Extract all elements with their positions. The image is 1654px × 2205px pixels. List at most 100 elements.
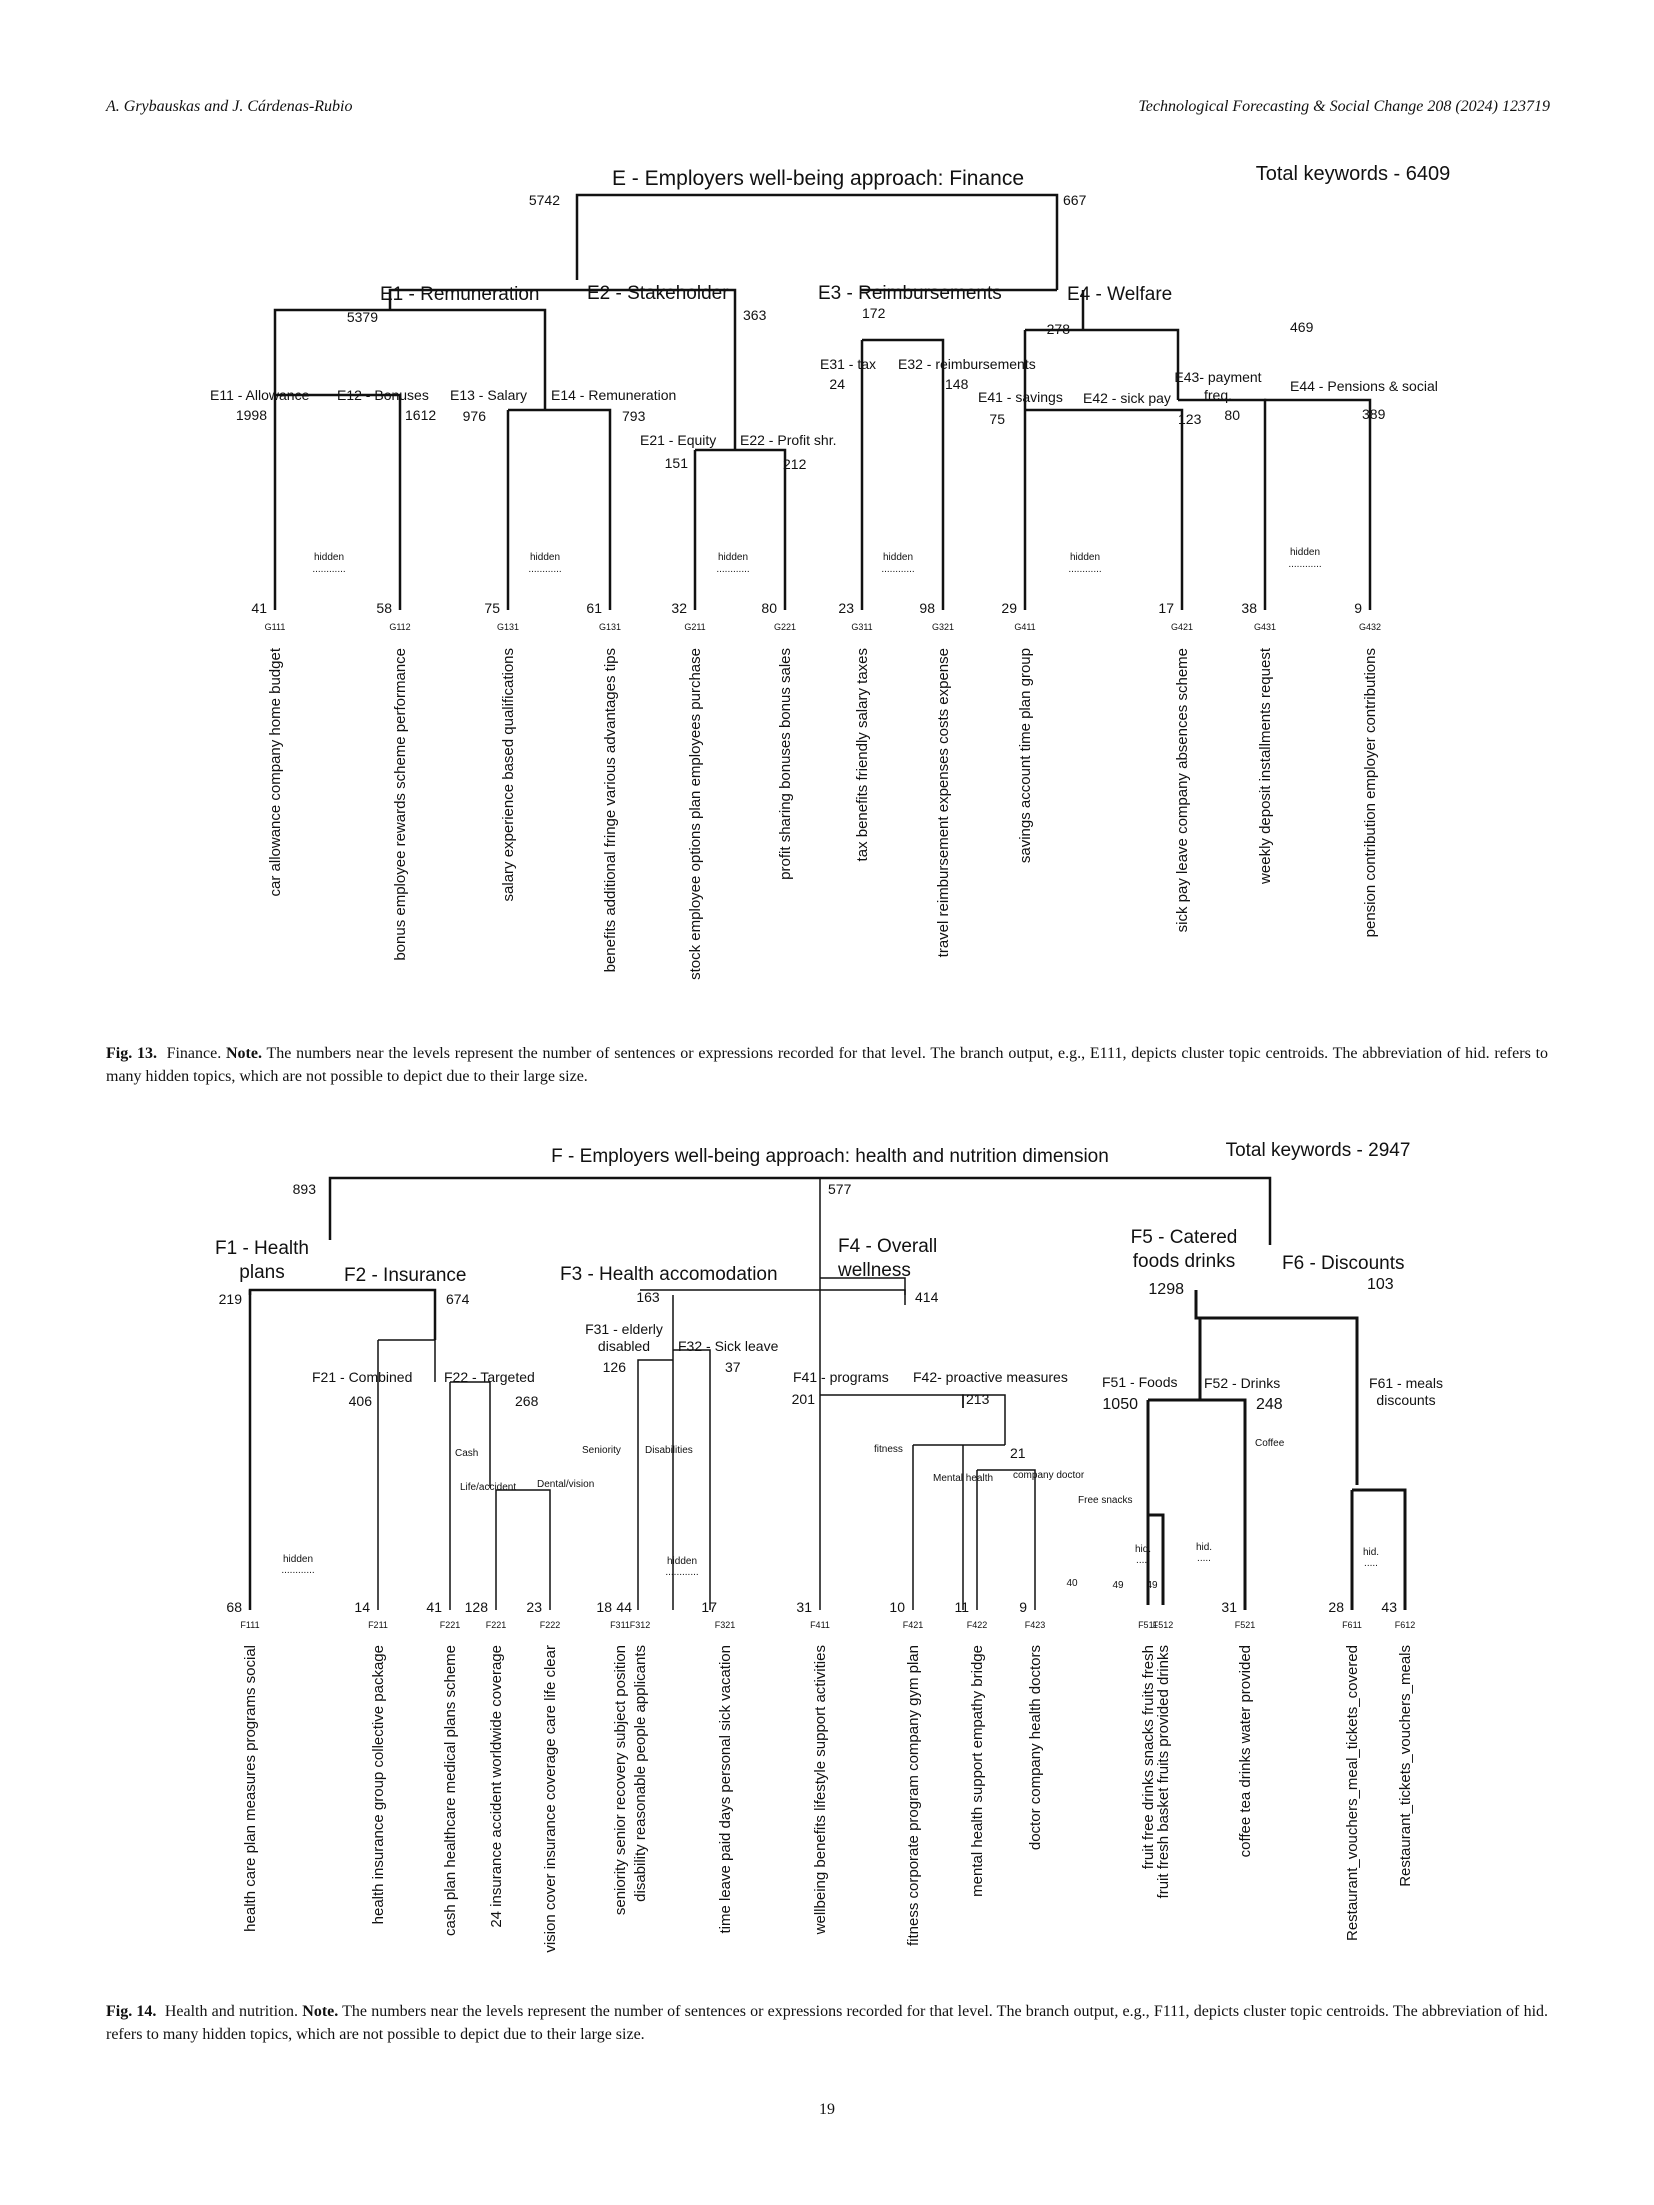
- fig13-total-keywords: Total keywords - 6409: [1256, 163, 1451, 185]
- fig13-E44: E44 - Pensions & social: [1290, 378, 1438, 394]
- fig14-leaf-count: 68: [226, 1599, 242, 1615]
- fig14-caption-text: The numbers near the levels represent th…: [106, 2003, 1549, 2043]
- fig13-hidden-dots-1: ............: [312, 564, 345, 575]
- fig13-E4: E4 - Welfare: [1067, 284, 1172, 305]
- fig13-count-389: 389: [1362, 406, 1386, 422]
- fig13-E21: E21 - Equity: [640, 432, 716, 448]
- fig13-hidden-4: hidden: [883, 552, 913, 563]
- fig14-leaf-code: F311: [610, 1620, 630, 1630]
- fig13-leaf-count: 32: [671, 600, 687, 616]
- fig14-leaf-count: 10: [889, 1599, 905, 1615]
- fig13-E11: E11 - Allowance: [210, 387, 310, 403]
- fig14-leaf-label: vision cover insurance coverage care lif…: [542, 1645, 559, 1953]
- fig14-count-163: 163: [636, 1289, 660, 1305]
- fig14-leaf-count: 23: [526, 1599, 542, 1615]
- fig13-leaf-count: 38: [1241, 600, 1257, 616]
- fig14-leaf-label: disability reasonable people applicants: [632, 1645, 649, 1902]
- fig13-title: E - Employers well-being approach: Finan…: [612, 167, 1024, 190]
- fig14-count-406: 406: [349, 1393, 373, 1409]
- fig13-leaf-count: 9: [1354, 600, 1362, 616]
- fig14-fitness: fitness: [874, 1444, 903, 1455]
- fig14-hid-dots-3: .....: [1364, 1558, 1378, 1569]
- fig13-count-123: 123: [1178, 411, 1202, 427]
- fig14-leaf-code: F221: [440, 1620, 461, 1630]
- fig13-leaf-count: 75: [484, 600, 500, 616]
- fig13-count-24: 24: [829, 376, 845, 392]
- fig14-life-accident: Life/accident: [460, 1482, 516, 1493]
- fig13-hidden-5: hidden: [1070, 552, 1100, 563]
- fig13-caption-label: Fig. 13.: [106, 1045, 157, 1062]
- fig14-leaf-label: fruit fresh basket fruits provided drink…: [1155, 1645, 1172, 1898]
- fig13-E31: E31 - tax: [820, 356, 876, 372]
- fig14-leaf-label: fruit free drinks snacks fruits fresh: [1140, 1645, 1157, 1869]
- fig14-hid-1: hid.: [1135, 1544, 1151, 1555]
- fig13-leaf-label: savings account time plan group: [1017, 648, 1034, 863]
- fig13-caption-note: Note.: [226, 1045, 262, 1062]
- fig14-count-414: 414: [915, 1289, 939, 1305]
- fig14-leaf-code: F222: [540, 1620, 561, 1630]
- fig14-count-21: 21: [1010, 1445, 1026, 1461]
- fig13-count-976: 976: [463, 408, 487, 424]
- fig13-root-left-count: 5742: [529, 192, 560, 208]
- fig14-F52: F52 - Drinks: [1204, 1375, 1280, 1391]
- fig13-count-363: 363: [743, 307, 767, 323]
- fig14-F4-line2: wellness: [837, 1260, 911, 1281]
- fig14-F3: F3 - Health accomodation: [560, 1264, 778, 1285]
- fig14-leaf-count: 9: [1019, 1599, 1027, 1615]
- fig14-root-right-count: 577: [828, 1181, 852, 1197]
- fig14-F51: F51 - Foods: [1102, 1374, 1177, 1390]
- fig14-leaf-code: F312: [630, 1620, 651, 1630]
- fig14-leaf-code: F111: [240, 1620, 259, 1630]
- fig13-hidden-dots-4: ............: [881, 564, 914, 575]
- fig13-caption-title: Finance.: [166, 1045, 222, 1062]
- fig14-caption: Fig. 14. Health and nutrition. Note. The…: [106, 2000, 1548, 2046]
- fig14-count-201: 201: [792, 1391, 816, 1407]
- fig13-leaf-code: G321: [932, 622, 954, 632]
- fig13-leaf-label: pension contribution employer contributi…: [1362, 648, 1379, 937]
- fig13-count-212: 212: [783, 456, 807, 472]
- fig13-leaf-code: G432: [1359, 622, 1381, 632]
- fig13-hidden-dots-5: ............: [1068, 564, 1101, 575]
- fig14-F31-line2: disabled: [598, 1338, 650, 1354]
- fig14-F5-line1: F5 - Catered: [1131, 1227, 1238, 1248]
- fig14-title: F - Employers well-being approach: healt…: [551, 1146, 1109, 1167]
- fig13-count-151: 151: [665, 455, 689, 471]
- fig14-leaf-code: F611: [1342, 1620, 1362, 1630]
- fig14-leaf-label: wellbeing benefits lifestyle support act…: [812, 1645, 829, 1935]
- fig14-leaf-count: 128: [465, 1599, 489, 1615]
- fig14-dental-vision: Dental/vision: [537, 1479, 594, 1490]
- fig14-F31-line1: F31 - elderly: [585, 1321, 663, 1337]
- fig14-count-37: 37: [725, 1359, 741, 1375]
- fig13-leaf-label: tax benefits friendly salary taxes: [854, 648, 871, 861]
- fig13-leaf-label: salary experience based qualifications: [500, 648, 517, 901]
- fig13-hidden-dots-2: ............: [528, 564, 561, 575]
- fig13-leaf-label: car allowance company home budget: [267, 647, 284, 896]
- fig13-E3: E3 - Reimbursements: [818, 283, 1002, 304]
- fig14-root-left-count: 893: [293, 1181, 317, 1197]
- page-number: 19: [819, 2101, 835, 2118]
- fig13-leaf-label: sick pay leave company absences scheme: [1174, 648, 1191, 932]
- fig14-count-49a: 49: [1112, 1580, 1124, 1591]
- fig14-F41: F41 - programs: [793, 1369, 889, 1385]
- fig14-F22: F22 - Targeted: [444, 1369, 535, 1385]
- fig14-leaf-code: F421: [903, 1620, 924, 1630]
- fig13-leaf-count: 98: [919, 600, 935, 616]
- fig14-count-213: 213: [966, 1391, 990, 1407]
- fig13-caption-text: The numbers near the levels represent th…: [106, 1045, 1549, 1085]
- fig13-E14: E14 - Remuneration: [551, 387, 676, 403]
- fig14-count-103: 103: [1367, 1276, 1394, 1293]
- fig14-hid-3: hid.: [1363, 1547, 1379, 1558]
- fig14-leaf-count: 14: [354, 1599, 370, 1615]
- fig14-leaf-code: F422: [967, 1620, 988, 1630]
- fig14-hid-dots-1: .....: [1136, 1555, 1150, 1566]
- fig14-F32: F32 - Sick leave: [678, 1338, 779, 1354]
- fig13-leaf-count: 80: [761, 600, 777, 616]
- fig14-count-248: 248: [1256, 1396, 1283, 1413]
- fig14-cash: Cash: [455, 1448, 478, 1459]
- fig14-mental-health: Mental health: [933, 1473, 993, 1484]
- fig14-leaf-label: fitness corporate program company gym pl…: [905, 1645, 922, 1946]
- fig14-hidden-2: hidden: [667, 1556, 697, 1567]
- fig14-leaf-code: F423: [1025, 1620, 1046, 1630]
- figure-14-dendrogram: F - Employers well-being approach: healt…: [215, 1140, 1443, 1953]
